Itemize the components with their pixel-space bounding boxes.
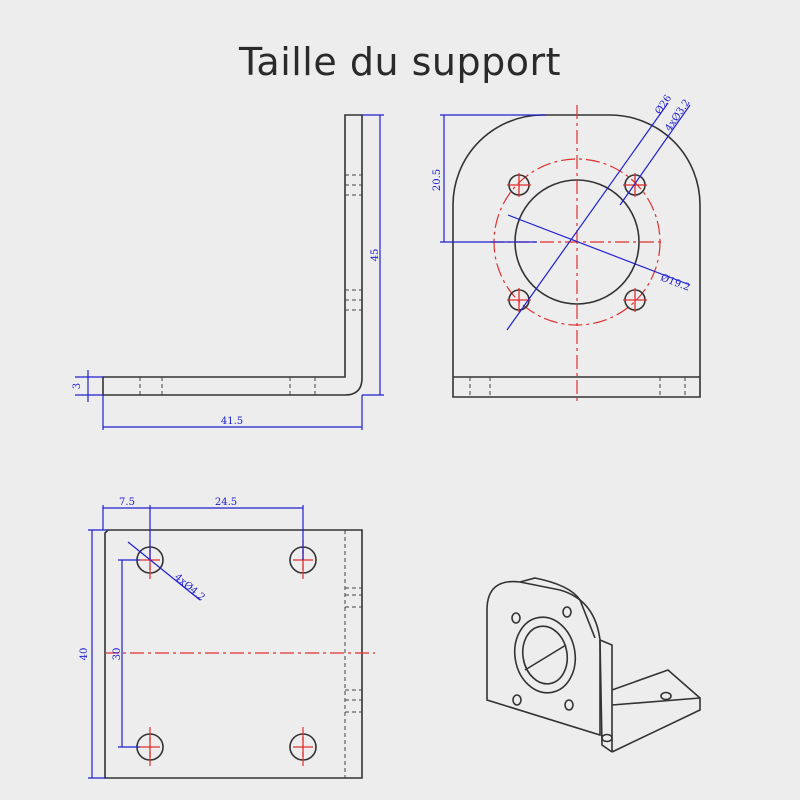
dim-width: 40 xyxy=(79,648,90,661)
bottom-view: 7.5 24.5 40 30 4xØ4.2 xyxy=(79,497,375,779)
isometric-view xyxy=(486,577,701,753)
dim-bolt-circle: Ø26 xyxy=(653,93,674,117)
dim-center-bore: Ø19.2 xyxy=(659,273,691,294)
dim-base-holes: 4xØ4.2 xyxy=(172,572,207,604)
front-view: 20.5 Ø26 4xØ3.2 Ø19.2 xyxy=(432,93,701,405)
dim-edge: 7.5 xyxy=(119,497,135,508)
dim-thickness: 3 xyxy=(72,383,83,389)
page-title: Taille du support xyxy=(238,40,562,84)
dim-spacing-y: 30 xyxy=(112,648,123,661)
dim-height: 45 xyxy=(370,249,381,262)
dim-hole-height: 20.5 xyxy=(432,169,443,191)
dim-spacing-x: 24.5 xyxy=(215,497,237,508)
dim-length: 41.5 xyxy=(221,416,243,427)
side-view: 45 41.5 3 xyxy=(72,114,384,430)
